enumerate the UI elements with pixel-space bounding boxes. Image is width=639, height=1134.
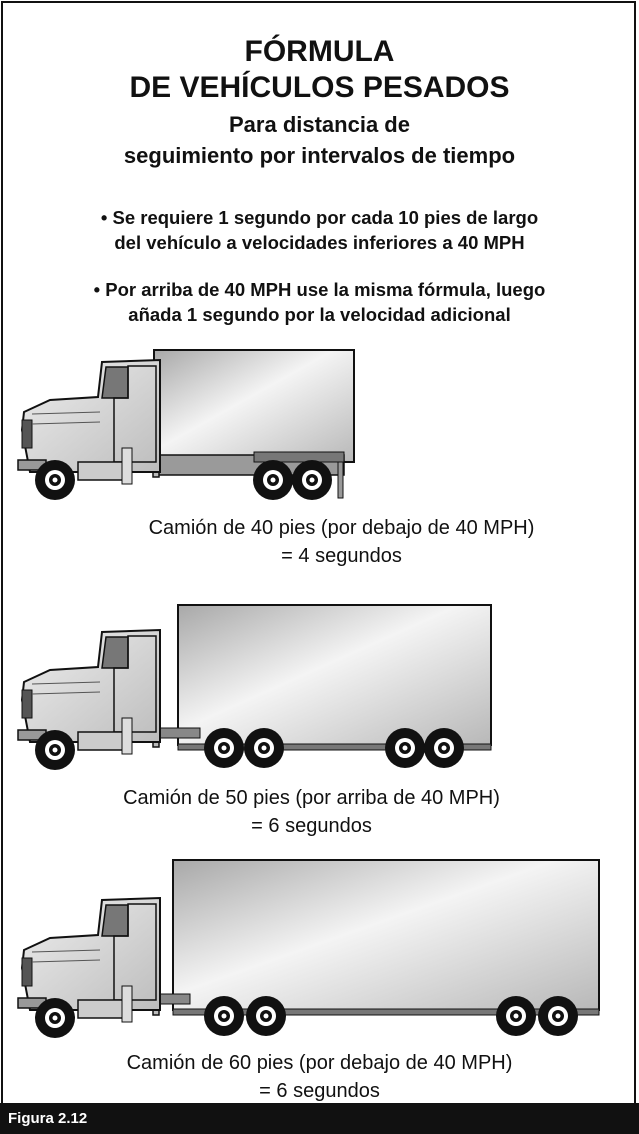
subtitle-line-1: Para distancia de [229, 112, 410, 137]
caption-truck-60ft: Camión de 60 pies (por debajo de 40 MPH)… [0, 1049, 639, 1105]
bullet-2-line-2: añada 1 segundo por la velocidad adicion… [128, 304, 511, 325]
bullet-rule-2: • Por arriba de 40 MPH use la misma fórm… [0, 277, 639, 327]
bullet-2-line-1: • Por arriba de 40 MPH use la misma fórm… [93, 279, 546, 300]
caption-truck-40ft: Camión de 40 pies (por debajo de 40 MPH)… [22, 514, 639, 570]
caption-2-line-1: Camión de 50 pies (por arriba de 40 MPH) [123, 787, 500, 809]
subtitle-line-2: seguimiento por intervalos de tiempo [123, 143, 516, 168]
caption-2-line-2: = 6 segundos [251, 815, 372, 837]
truck-40ft [18, 349, 355, 500]
caption-3-line-2: = 6 segundos [259, 1080, 380, 1102]
truck-60ft [18, 859, 600, 1038]
bullet-1-line-1: • Se requiere 1 segundo por cada 10 pies… [100, 207, 539, 228]
caption-truck-50ft: Camión de 50 pies (por arriba de 40 MPH)… [0, 784, 631, 840]
figure-label: Figura 2.12 [0, 1103, 639, 1134]
title-line-1: FÓRMULA [244, 35, 395, 68]
caption-1-line-2: = 4 segundos [281, 545, 402, 567]
caption-3-line-1: Camión de 60 pies (por debajo de 40 MPH) [126, 1052, 513, 1074]
bullet-rule-1: • Se requiere 1 segundo por cada 10 pies… [0, 205, 639, 255]
title-line-2: DE VEHÍCULOS PESADOS [129, 71, 510, 104]
caption-1-line-1: Camión de 40 pies (por debajo de 40 MPH) [148, 517, 535, 539]
truck-50ft [18, 604, 492, 770]
bullet-1-line-2: del vehículo a velocidades inferiores a … [114, 232, 525, 253]
